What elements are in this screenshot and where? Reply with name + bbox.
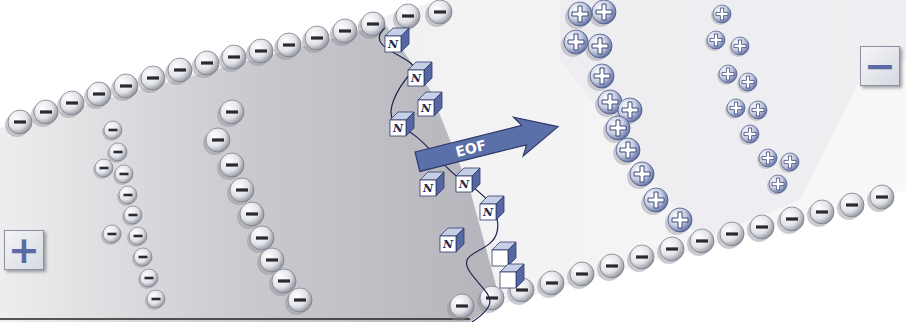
negative-charge	[102, 121, 122, 141]
positive-charge	[737, 73, 757, 93]
positive-charge	[779, 153, 799, 173]
neutral-label: N	[411, 73, 421, 84]
negative-charge	[425, 0, 452, 27]
negative-charge	[219, 45, 246, 72]
electrode-box: −	[860, 46, 900, 86]
neutral-cube	[408, 62, 432, 86]
anion-layer	[93, 100, 312, 315]
wall-charges	[5, 0, 894, 321]
negative-charge	[107, 143, 127, 163]
negative-charge	[122, 206, 142, 226]
negative-charge	[217, 100, 244, 127]
positive-charge	[627, 162, 654, 189]
flow-shading	[0, 24, 500, 322]
negative-charge	[227, 178, 254, 205]
positive-charge	[565, 2, 592, 29]
negative-charge	[246, 39, 273, 66]
positive-charge	[665, 208, 692, 235]
negative-charge	[330, 19, 357, 46]
negative-charge	[57, 91, 84, 118]
negative-charge	[93, 159, 113, 179]
neutral-cube	[420, 172, 444, 196]
positive-charge	[711, 5, 731, 25]
negative-charge	[84, 82, 111, 109]
negative-charge	[777, 207, 804, 234]
negative-charge	[145, 290, 165, 310]
negative-charge	[747, 215, 774, 242]
negative-charge	[111, 74, 138, 101]
neutral-cube	[440, 228, 464, 252]
positive-charge	[585, 34, 612, 61]
electrode-sign: −	[864, 47, 896, 85]
positive-charge	[561, 30, 588, 57]
cation-layer	[561, 0, 799, 235]
positive-charge	[589, 0, 616, 27]
negative-charge	[203, 128, 230, 155]
negative-charge	[138, 66, 165, 93]
neutral-cube	[390, 112, 414, 136]
neutral-label: N	[421, 103, 431, 114]
negative-charge	[274, 33, 301, 60]
negative-charge	[807, 200, 834, 227]
electrode-box: +	[4, 230, 44, 270]
positive-charge	[767, 175, 787, 195]
positive-charge	[757, 149, 777, 169]
negative-charge	[302, 26, 329, 53]
negative-charge	[657, 237, 684, 264]
neutral-label: N	[483, 207, 493, 218]
negative-charge	[237, 202, 264, 229]
neutral-cube	[385, 28, 409, 52]
frame-line	[0, 318, 470, 320]
negative-charge	[127, 227, 147, 247]
negative-charge	[393, 4, 420, 31]
negative-charge	[687, 229, 714, 256]
flow-shading	[560, 0, 906, 240]
neutral-cube	[492, 242, 516, 266]
negative-charge	[627, 245, 654, 272]
negative-charge	[165, 58, 192, 85]
negative-charge	[867, 185, 894, 212]
negative-charge	[447, 294, 474, 321]
negative-charge	[113, 165, 133, 185]
positive-charge	[747, 101, 767, 121]
positive-charge	[587, 64, 614, 91]
neutral-label: N	[393, 123, 403, 134]
negative-charge	[5, 110, 32, 137]
neutral-label: N	[423, 183, 433, 194]
negative-charge	[138, 269, 158, 289]
positive-charge	[705, 31, 725, 51]
neutral-cube	[500, 264, 524, 288]
neutral-cube	[480, 196, 504, 220]
negative-charge	[285, 288, 312, 315]
neutral-label: N	[459, 179, 469, 190]
neutral-label: N	[443, 239, 453, 250]
positive-charge	[729, 37, 749, 57]
electrode-sign: +	[8, 231, 40, 269]
polymer-chain	[379, 28, 498, 322]
negative-charge	[358, 12, 385, 39]
negative-charge	[597, 254, 624, 281]
negative-charge	[117, 186, 137, 206]
neutral-cube	[418, 92, 442, 116]
neutral-label: N	[388, 39, 398, 50]
negative-charge	[101, 225, 121, 245]
positive-charge	[725, 99, 745, 119]
negative-charge	[132, 248, 152, 268]
positive-charge	[739, 125, 759, 145]
positive-charge	[717, 65, 737, 85]
positive-charge	[641, 188, 668, 215]
negative-charge	[477, 286, 504, 313]
negative-charge	[31, 100, 58, 127]
negative-charge	[192, 51, 219, 78]
negative-charge	[567, 262, 594, 289]
negative-charge	[537, 271, 564, 298]
negative-charge	[717, 222, 744, 249]
positive-charge	[613, 138, 640, 165]
negative-charge	[217, 153, 244, 180]
negative-charge	[837, 193, 864, 220]
eof-arrow	[413, 107, 563, 181]
neutral-cube	[456, 168, 480, 192]
